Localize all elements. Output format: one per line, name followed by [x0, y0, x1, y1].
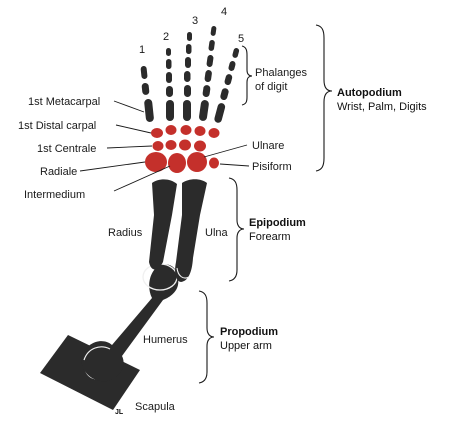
digit-3: [183, 32, 192, 121]
autopodium-brace: [315, 24, 333, 172]
ulna-label: Ulna: [205, 227, 229, 239]
carpals-centralia: [152, 139, 206, 152]
phalanges-label-line2: of digit: [255, 81, 287, 93]
autopodium-subtitle: Wrist, Palm, Digits: [337, 101, 427, 113]
propodium-brace: [198, 290, 215, 384]
scapula-label: Scapula: [135, 401, 176, 413]
pisiform-label: Pisiform: [252, 161, 292, 173]
intermedium-label: Intermedium: [24, 189, 85, 201]
distal-carpal-bone: [208, 128, 220, 138]
ulnare-bone: [187, 152, 207, 172]
radius-label: Radius: [108, 227, 143, 239]
pisiform-bone: [209, 157, 219, 169]
digit-2-number: 2: [163, 31, 169, 43]
distal-carpal-bone: [194, 126, 206, 136]
propodium-title: Propodium: [220, 326, 278, 338]
radius-bone: [149, 179, 177, 270]
carpals-proximal: [145, 152, 219, 173]
first-metacarpal-bone: [144, 99, 154, 122]
first-distal-carpal-bone: [151, 128, 163, 138]
digit-4-number: 4: [221, 6, 227, 18]
centrale-bone: [179, 139, 191, 151]
digit-5-number: 5: [238, 33, 244, 45]
phalanges-label-line1: Phalanges: [255, 67, 307, 79]
digit-4: [199, 25, 217, 121]
humerus-bone: [81, 263, 179, 382]
humerus-label: Humerus: [143, 334, 188, 346]
phalanx-bone: [141, 82, 150, 95]
phalanx-bone: [140, 66, 148, 79]
epipodium-title: Epipodium: [249, 217, 306, 229]
propodium-subtitle: Upper arm: [220, 340, 272, 352]
phalanges-brace: [241, 45, 253, 106]
distal-carpal-bone: [180, 125, 192, 135]
digit-3-number: 3: [192, 15, 198, 27]
ulnare-label: Ulnare: [252, 140, 284, 152]
first-distal-carpal-label: 1st Distal carpal: [18, 120, 96, 132]
epipodium-subtitle: Forearm: [249, 231, 291, 243]
radiale-label: Radiale: [40, 166, 77, 178]
digit-1: [140, 66, 154, 122]
radiale-bone: [145, 152, 167, 172]
artist-initials: JL: [115, 409, 124, 416]
epipodium-brace: [228, 177, 245, 282]
centrale-bone: [194, 140, 206, 152]
intermedium-bone: [168, 153, 186, 173]
carpals-distal: [151, 125, 220, 138]
ulna-bone: [175, 179, 207, 282]
digit-5: [214, 48, 240, 123]
first-metacarpal-label: 1st Metacarpal: [28, 96, 100, 108]
first-centrale-bone: [152, 141, 164, 151]
digit-2: [166, 48, 174, 121]
distal-carpal-bone: [165, 125, 177, 135]
digit-1-number: 1: [139, 44, 145, 56]
leader-lines: [79, 100, 250, 192]
centrale-bone: [165, 140, 177, 150]
autopodium-title: Autopodium: [337, 87, 402, 99]
first-centrale-label: 1st Centrale: [37, 143, 96, 155]
